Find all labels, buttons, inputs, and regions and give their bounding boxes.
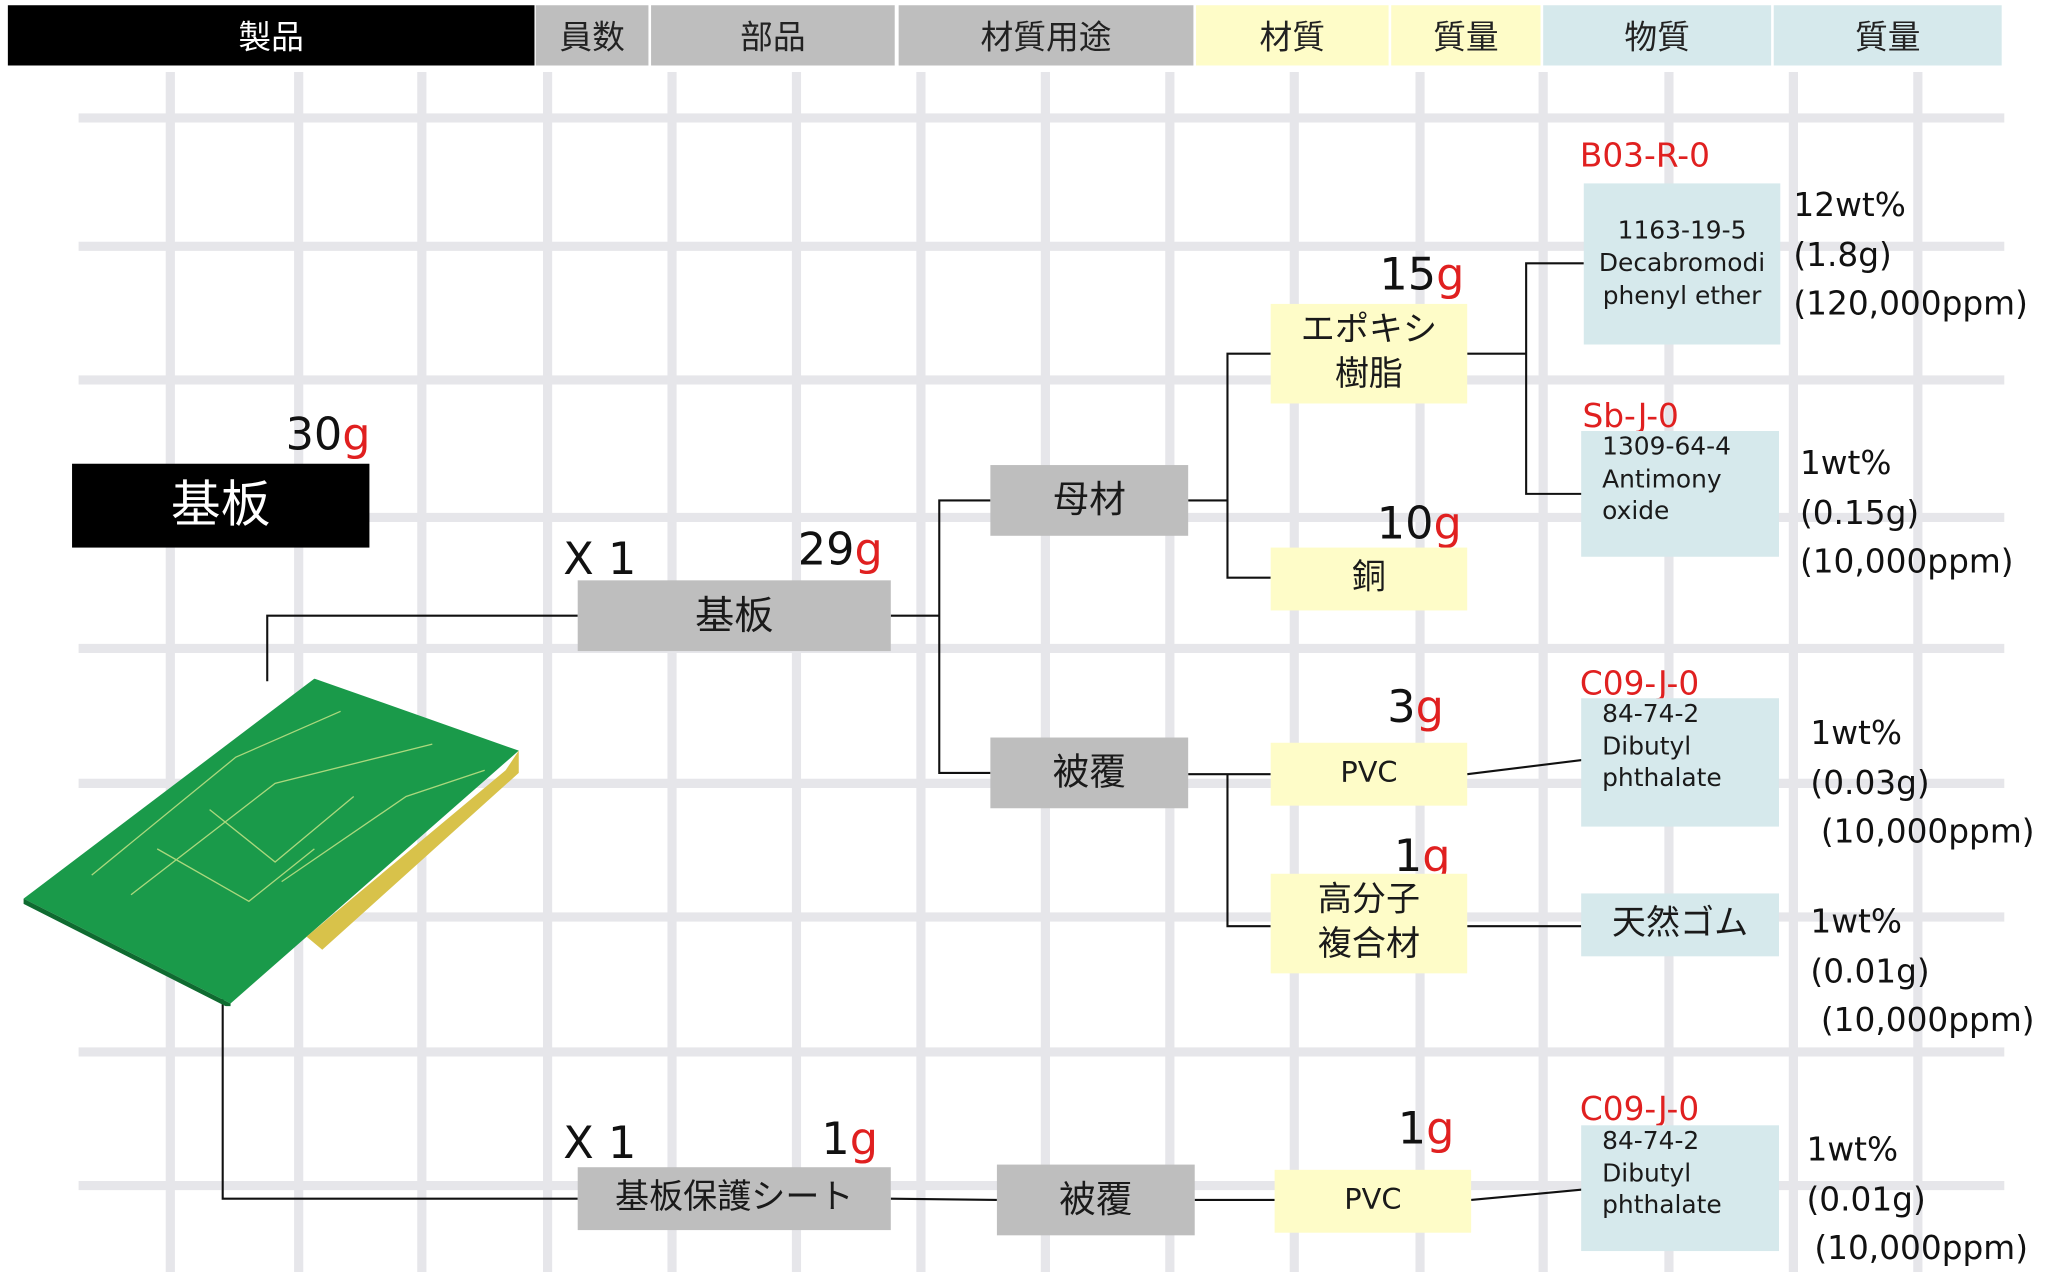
substance-4-grams: (0.01g) [1810,951,1930,990]
material-epoxy-mass: 15g [1379,248,1465,302]
material-copper-mass: 10g [1376,497,1462,551]
header-material: 材質 [1196,5,1389,66]
part-1-multiplier: X 1 [563,533,637,586]
part-2-mass: 1g [821,1113,879,1166]
substance-5-ppm: (10,000ppm) [1814,1228,2028,1267]
substance-1-box: 1163-19-5 Decabromodiphenyl ether [1583,183,1781,345]
material-pvc-2-mass: 1g [1397,1103,1455,1156]
substance-4-box: 天然ゴム [1581,893,1779,957]
substance-3-wt: 1wt% [1810,713,1903,752]
substance-1-ratio: 12wt% (1.8g) (120,000ppm) [1793,181,2027,328]
substance-1-cas: 1163-19-5 [1617,216,1747,246]
substance-3-cas: 84-74-2 [1602,699,1700,729]
material-pvc-2: PVC [1274,1169,1472,1233]
substance-3-name: Dibutyl phthalate [1602,731,1722,794]
substance-3-box: 84-74-2 Dibutyl phthalate [1581,698,1779,827]
substance-2-cas: 1309-64-4 [1602,432,1731,462]
material-pvc-1-mass: 3g [1387,681,1444,734]
substance-5-wt: 1wt% [1806,1130,1899,1169]
substance-1-wt: 12wt% [1793,186,1906,225]
usage-base-material: 母材 [990,465,1189,536]
substance-3-ratio: 1wt% (0.03g) (10,000ppm) [1810,709,2034,856]
substance-2-ppm: (10,000ppm) [1799,542,2014,581]
material-pvc-1: PVC [1270,742,1468,806]
substance-5-cas: 84-74-2 [1602,1126,1700,1156]
header-material-mass: 質量 [1391,5,1541,66]
substance-3-code: C09-J-0 [1579,664,1700,703]
header-product: 製品 [7,5,535,66]
material-polymer-composite: 高分子複合材 [1270,873,1468,974]
substance-2-code: Sb-J-0 [1582,396,1679,435]
usage-coating-2: 被覆 [996,1164,1195,1236]
header-part: 部品 [651,5,895,66]
part-1-mass: 29g [797,524,883,577]
substance-1-grams: (1.8g) [1793,235,1892,274]
substance-2-grams: (0.15g) [1799,493,1920,532]
material-epoxy: エポキシ樹脂 [1270,303,1468,404]
substance-5-ratio: 1wt% (0.01g) (10,000ppm) [1806,1125,2027,1272]
header-count: 員数 [535,5,649,66]
substance-3-grams: (0.03g) [1810,763,1930,802]
header-usage: 材質用途 [898,5,1194,66]
substance-5-box: 84-74-2 Dibutyl phthalate [1581,1125,1779,1252]
substance-3-ppm: (10,000ppm) [1820,812,2035,851]
header-substance: 物質 [1543,5,1772,66]
product-mass: 30g [285,408,371,462]
part-2-multiplier: X 1 [563,1117,637,1170]
header-substance-mass: 質量 [1773,5,2002,66]
substance-4-ratio: 1wt% (0.01g) (10,000ppm) [1810,897,2034,1044]
substance-4-wt: 1wt% [1810,902,1903,941]
substance-1-name: Decabromodiphenyl ether [1598,249,1766,311]
substance-2-ratio: 1wt% (0.15g) (10,000ppm) [1800,439,2014,586]
usage-coating-1: 被覆 [990,737,1189,809]
material-copper: 銅 [1270,547,1468,611]
substance-2-wt: 1wt% [1799,444,1892,483]
substance-4-ppm: (10,000ppm) [1820,1000,2035,1039]
substance-5-code: C09-J-0 [1579,1089,1700,1128]
substance-2-name: Antimony oxide [1602,464,1722,526]
circuit-board-image [23,678,519,1007]
substance-5-grams: (0.01g) [1806,1179,1926,1218]
substance-1-code: B03-R-0 [1579,136,1710,175]
substance-5-name: Dibutyl phthalate [1602,1158,1722,1221]
substance-2-box: 1309-64-4 Antimony oxide [1581,430,1779,557]
part-1-board: 基板 [577,580,891,652]
part-2-protective-sheet: 基板保護シート [577,1167,891,1231]
substance-1-ppm: (120,000ppm) [1793,284,2028,323]
product-label: 基板 [72,463,370,548]
